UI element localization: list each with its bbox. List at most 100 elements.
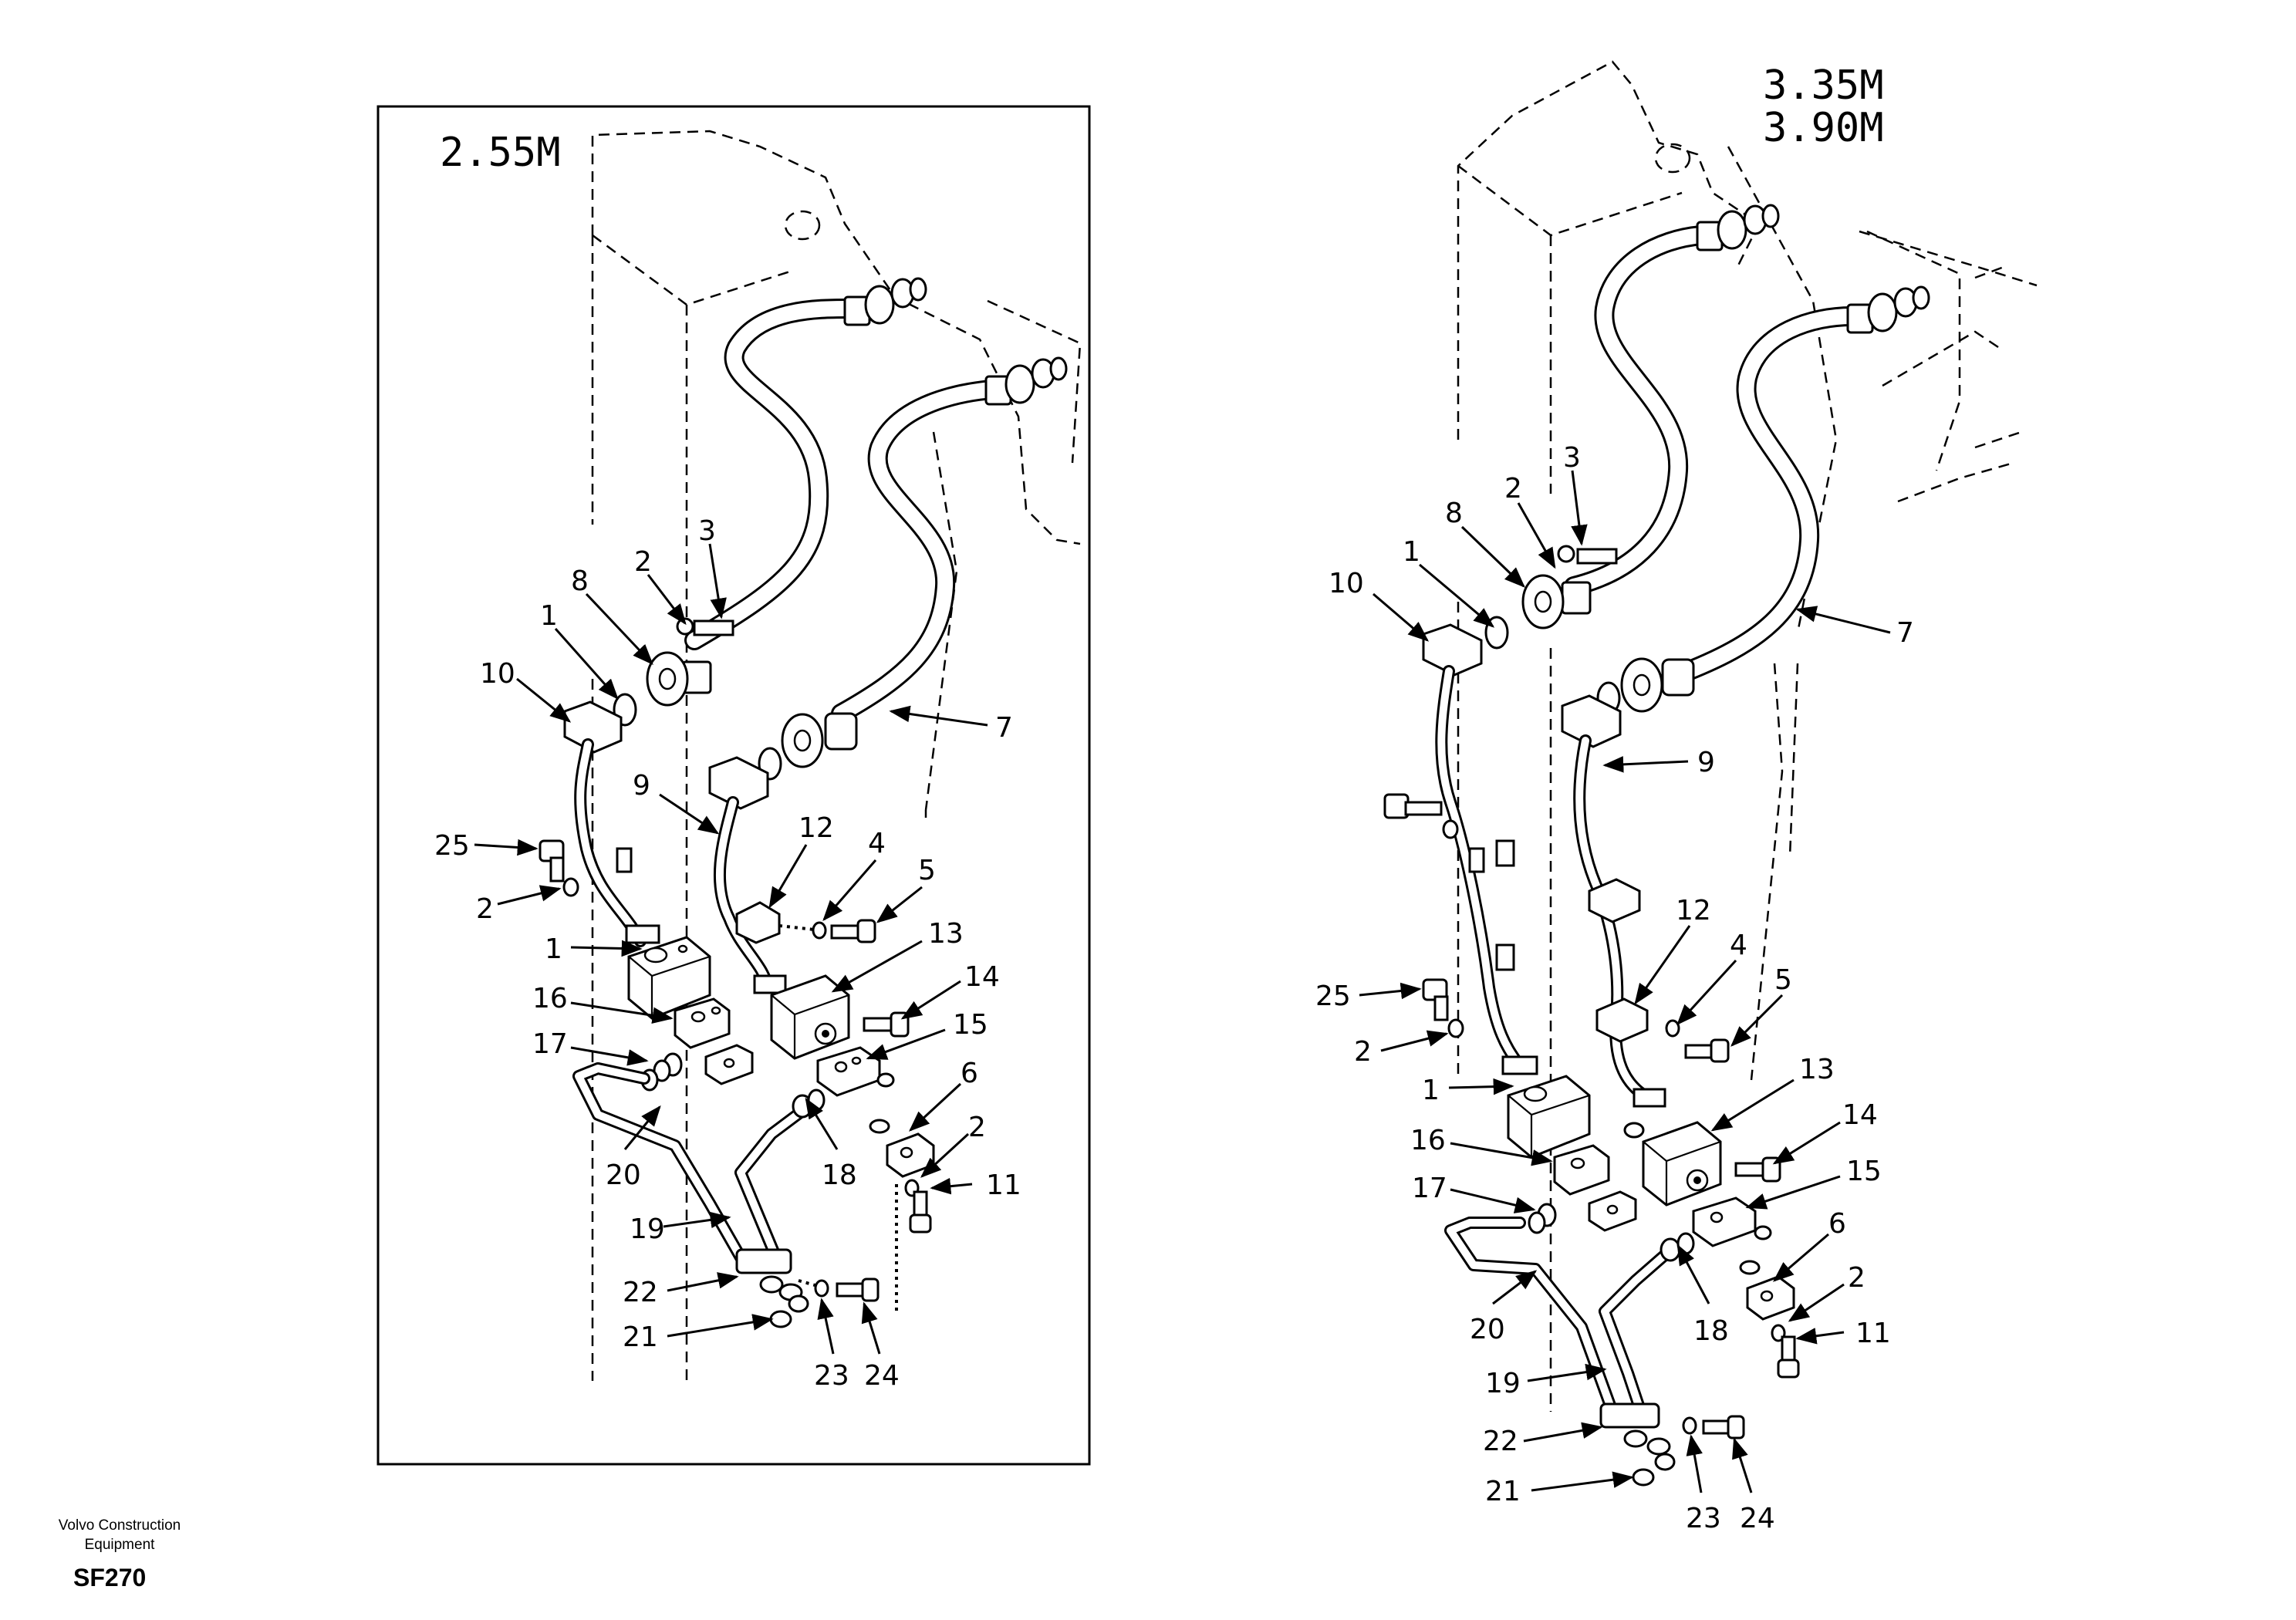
callout-label: 17 xyxy=(1412,1173,1447,1204)
callout-label: 8 xyxy=(571,565,589,597)
callout-label: 7 xyxy=(995,712,1013,744)
callout-label: 23 xyxy=(814,1360,849,1392)
callout-label: 16 xyxy=(1410,1125,1446,1156)
callout-label: 2 xyxy=(1504,473,1522,505)
left-tube-19 xyxy=(734,1088,826,1271)
left-flange-7 xyxy=(758,712,858,781)
callout-label: 3 xyxy=(698,515,716,547)
callout-label: 21 xyxy=(1485,1476,1521,1507)
brand-line-2: Equipment xyxy=(84,1537,155,1553)
callout-label: 1 xyxy=(540,600,558,632)
left-view-label: 2.55M xyxy=(440,130,561,176)
callout-label: 14 xyxy=(964,961,1000,993)
callout-label: 20 xyxy=(606,1159,641,1191)
right-bolt-11 xyxy=(1771,1324,1800,1379)
right-hose-7 xyxy=(1668,306,1862,685)
callout-label: 18 xyxy=(822,1159,857,1191)
left-nut-21 xyxy=(769,1294,809,1328)
left-tube-20 xyxy=(572,1062,747,1264)
callout-label: 22 xyxy=(623,1277,658,1308)
callout-label: 20 xyxy=(1470,1314,1505,1345)
right-bolt-upper xyxy=(1383,793,1459,839)
left-hose-7 xyxy=(831,380,1001,724)
callout-label: 7 xyxy=(1896,617,1914,649)
callout-label: 15 xyxy=(953,1009,988,1041)
right-view-label-2: 3.90M xyxy=(1763,105,1884,151)
right-flange-8 xyxy=(1484,545,1618,650)
right-tube-19 xyxy=(1599,1232,1695,1426)
left-plate-small xyxy=(704,1044,754,1085)
left-plate-15 xyxy=(816,1046,895,1097)
right-bolt-5 xyxy=(1665,1019,1730,1063)
left-hose-upper xyxy=(684,299,859,650)
left-block-1 xyxy=(627,936,711,1020)
left-bolt-5 xyxy=(812,919,876,943)
callout-label: 19 xyxy=(630,1213,665,1245)
right-flange-top2 xyxy=(1846,285,1930,334)
callout-label: 2 xyxy=(476,893,494,925)
left-boom-outline xyxy=(591,130,1082,1381)
left-bolt-25 xyxy=(539,839,579,897)
left-flange-top1 xyxy=(843,277,927,326)
callout-label: 17 xyxy=(532,1028,568,1060)
callout-label: 12 xyxy=(799,812,834,844)
left-block-13 xyxy=(770,974,850,1060)
right-flange-7 xyxy=(1596,657,1695,715)
diagram-code: SF270 xyxy=(73,1564,147,1591)
right-flange-top1 xyxy=(1696,204,1780,251)
callout-label: 5 xyxy=(1774,964,1792,996)
right-plate-15 xyxy=(1692,1196,1772,1247)
callout-label: 6 xyxy=(961,1058,978,1089)
callout-label: 11 xyxy=(1855,1318,1891,1349)
right-fitting-22 xyxy=(1599,1402,1671,1456)
left-flange-top2 xyxy=(984,356,1068,406)
callout-label: 25 xyxy=(434,830,470,862)
callout-label: 10 xyxy=(1329,568,1364,599)
right-plate-small xyxy=(1588,1190,1637,1232)
right-view-label-1: 3.35M xyxy=(1763,62,1884,109)
left-bolt-11 xyxy=(904,1179,932,1234)
callout-label: 23 xyxy=(1686,1503,1721,1534)
right-pipe-10 xyxy=(1422,623,1538,1075)
callout-label: 2 xyxy=(1354,1036,1372,1068)
callout-label: 9 xyxy=(633,770,650,802)
right-view: 3.35M 3.90M xyxy=(1315,60,2038,1534)
callout-label: 4 xyxy=(868,828,886,859)
left-fitting-22 xyxy=(735,1248,803,1301)
callout-label: 10 xyxy=(480,658,515,690)
callout-label: 4 xyxy=(1730,930,1747,961)
right-nut-21 xyxy=(1632,1453,1676,1487)
callout-label: 22 xyxy=(1483,1426,1518,1457)
callout-label: 19 xyxy=(1485,1368,1521,1399)
left-bolt-14 xyxy=(863,1011,910,1038)
callout-label: 12 xyxy=(1676,895,1711,926)
callout-label: 25 xyxy=(1315,980,1351,1012)
right-boom-outline xyxy=(1457,60,2038,1412)
callout-label: 2 xyxy=(1848,1262,1866,1294)
left-fitting-17 xyxy=(640,1052,683,1092)
right-pipe-9 xyxy=(1561,694,1666,1108)
callout-label: 1 xyxy=(1403,536,1420,568)
callout-label: 18 xyxy=(1693,1315,1729,1347)
left-plate-6 xyxy=(869,1119,935,1178)
left-pipe-10 xyxy=(563,700,660,947)
right-bolt-24 xyxy=(1682,1415,1745,1439)
right-tube-20 xyxy=(1444,1217,1619,1418)
right-hose-upper xyxy=(1564,225,1711,596)
right-block-13 xyxy=(1623,1121,1722,1207)
footer: Volvo Construction Equipment SF270 xyxy=(31,1516,208,1592)
callout-label: 14 xyxy=(1842,1099,1878,1131)
right-fitting-17 xyxy=(1528,1203,1557,1234)
callout-label: 5 xyxy=(918,855,936,886)
callout-label: 1 xyxy=(545,933,562,965)
callout-label: 9 xyxy=(1697,747,1715,778)
right-block-1 xyxy=(1507,1075,1591,1159)
left-view-frame xyxy=(376,105,1091,1466)
right-block-16 xyxy=(1553,1144,1610,1196)
left-flange-8 xyxy=(613,617,734,727)
callout-label: 2 xyxy=(634,546,652,578)
callout-label: 13 xyxy=(1799,1054,1835,1085)
callout-label: 15 xyxy=(1846,1156,1882,1187)
callout-label: 1 xyxy=(1422,1075,1440,1106)
